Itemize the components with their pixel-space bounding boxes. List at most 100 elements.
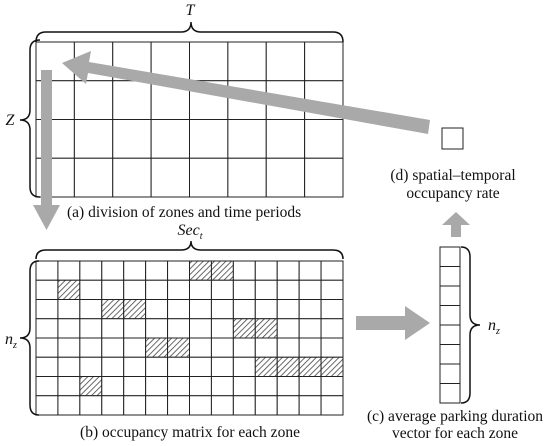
- matrix-cell: [254, 279, 278, 300]
- grid-cell: [189, 157, 229, 198]
- matrix-cell: [79, 356, 103, 377]
- grid-cell: [112, 119, 152, 159]
- matrix-cell: [254, 395, 278, 416]
- grid-cell: [189, 119, 229, 159]
- arrow-diagonal-icon: [62, 51, 430, 134]
- matrix-cell: [123, 318, 147, 339]
- vector-cell: [439, 266, 461, 287]
- matrix-cell: [276, 337, 300, 358]
- parking-duration-vector: [439, 246, 461, 404]
- caption-b: (b) occupancy matrix for each zone: [80, 424, 300, 441]
- occupied-cell: [210, 260, 234, 281]
- matrix-cell: [101, 318, 125, 339]
- grid-cell: [112, 80, 152, 120]
- matrix-cell: [57, 356, 81, 377]
- caption-c-line2: vector for each zone: [392, 425, 518, 442]
- occupied-cell: [123, 299, 147, 320]
- matrix-cell: [276, 376, 300, 397]
- matrix-cell: [210, 376, 234, 397]
- brace-T: [35, 21, 344, 43]
- matrix-cell: [101, 337, 125, 358]
- caption-c-line1: (c) average parking duration: [367, 408, 543, 425]
- matrix-cell: [298, 260, 322, 281]
- matrix-cell: [320, 279, 344, 300]
- matrix-cell: [123, 376, 147, 397]
- matrix-cell: [189, 395, 212, 416]
- matrix-cell: [79, 299, 103, 320]
- occupied-cell: [189, 260, 212, 281]
- matrix-cell: [210, 279, 234, 300]
- vector-cell: [439, 344, 461, 365]
- occupied-cell: [232, 318, 256, 339]
- brace-nz-right: [460, 246, 481, 404]
- matrix-cell: [145, 279, 169, 300]
- matrix-cell: [276, 318, 300, 339]
- matrix-cell: [298, 318, 322, 339]
- matrix-cell: [35, 376, 59, 397]
- caption-d-line2: occupancy rate: [406, 185, 499, 202]
- matrix-cell: [35, 395, 59, 416]
- label-nz-right: nz: [488, 317, 500, 337]
- matrix-cell: [189, 337, 212, 358]
- matrix-cell: [210, 356, 234, 377]
- matrix-cell: [35, 299, 59, 320]
- grid-cell: [304, 119, 344, 159]
- grid-cell: [227, 119, 267, 159]
- matrix-cell: [210, 395, 234, 416]
- matrix-cell: [276, 279, 300, 300]
- matrix-cell: [123, 395, 147, 416]
- vector-cell: [439, 324, 461, 345]
- occupied-cell: [298, 356, 322, 377]
- matrix-cell: [101, 260, 125, 281]
- matrix-cell: [79, 279, 103, 300]
- matrix-cell: [145, 299, 169, 320]
- matrix-cell: [79, 395, 103, 416]
- matrix-cell: [57, 337, 81, 358]
- matrix-cell: [254, 376, 278, 397]
- arrow-up-icon: [442, 212, 470, 237]
- matrix-cell: [232, 356, 256, 377]
- grid-cell: [304, 157, 344, 198]
- matrix-cell: [167, 260, 190, 281]
- vector-cell: [439, 363, 461, 384]
- grid-cell: [227, 157, 267, 198]
- arrow-right-icon: [356, 306, 430, 340]
- matrix-cell: [167, 299, 190, 320]
- matrix-cell: [320, 260, 344, 281]
- matrix-cell: [35, 356, 59, 377]
- matrix-cell: [189, 299, 212, 320]
- matrix-cell: [79, 337, 103, 358]
- matrix-cell: [167, 376, 190, 397]
- brace-sec: [35, 240, 344, 260]
- matrix-cell: [254, 299, 278, 320]
- matrix-cell: [189, 279, 212, 300]
- brace-Z: [19, 39, 41, 198]
- occupied-cell: [320, 356, 344, 377]
- matrix-cell: [123, 260, 147, 281]
- caption-a: (a) division of zones and time periods: [67, 204, 301, 221]
- matrix-cell: [276, 395, 300, 416]
- matrix-cell: [145, 376, 169, 397]
- matrix-cell: [123, 279, 147, 300]
- matrix-cell: [101, 356, 125, 377]
- matrix-cell: [145, 395, 169, 416]
- occupancy-matrix: [35, 260, 344, 416]
- matrix-cell: [145, 318, 169, 339]
- matrix-cell: [123, 337, 147, 358]
- matrix-cell: [298, 395, 322, 416]
- matrix-cell: [189, 376, 212, 397]
- occupied-cell: [276, 356, 300, 377]
- matrix-cell: [320, 395, 344, 416]
- grid-cell: [150, 157, 190, 198]
- grid-cell: [265, 157, 306, 198]
- occupied-cell: [254, 318, 278, 339]
- matrix-cell: [35, 260, 59, 281]
- grid-cell: [265, 119, 306, 159]
- matrix-cell: [320, 337, 344, 358]
- grid-cell: [189, 41, 229, 82]
- matrix-cell: [167, 356, 190, 377]
- matrix-cell: [79, 318, 103, 339]
- matrix-cell: [101, 279, 125, 300]
- matrix-cell: [320, 299, 344, 320]
- matrix-cell: [298, 337, 322, 358]
